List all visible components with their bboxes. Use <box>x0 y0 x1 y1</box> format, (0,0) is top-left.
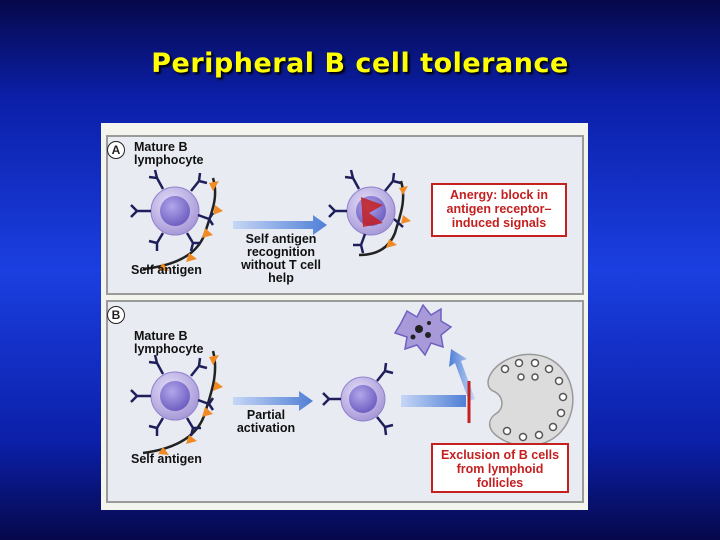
self-antigen-icons-a <box>158 181 223 271</box>
panel-a-antigen-label: Self antigen <box>131 263 202 277</box>
partially-activated-b-cell-icon <box>322 362 394 436</box>
arrow-up-to-apc <box>449 349 475 401</box>
panel-b-antigen-label: Self antigen <box>131 452 202 466</box>
panel-b-outcome-box: Exclusion of B cells from lymphoid folli… <box>431 443 569 493</box>
slide-title: Peripheral B cell tolerance <box>151 48 569 79</box>
panel-a-arrow-label: Self antigen recognition without T cell … <box>241 232 321 285</box>
figure-drawing <box>130 169 574 455</box>
arrow-to-follicle <box>401 395 466 407</box>
b-cell-icon-b1 <box>130 354 215 437</box>
figure: A Mature B lymphocyte Self antigen Self … <box>101 123 588 510</box>
antigen-membrane-a2 <box>358 180 405 257</box>
panel-a-cell-label: Mature B lymphocyte <box>134 140 204 167</box>
lymphoid-follicle-icon <box>487 353 574 447</box>
panel-a-outcome-box: Anergy: block in antigen receptor–induce… <box>431 183 567 237</box>
panel-b-letter: B <box>107 306 125 324</box>
anergic-b-cell-icon <box>328 169 404 254</box>
panel-b-cell-label: Mature B lymphocyte <box>134 329 204 356</box>
self-antigen-icons-b <box>158 355 223 455</box>
b-cell-icon-a1 <box>130 169 215 252</box>
arrow-b <box>233 391 313 411</box>
panel-b-arrow-label: Partial activation <box>236 408 296 435</box>
panel-a-letter: A <box>107 141 125 159</box>
apoptotic-cell-icon <box>393 303 453 357</box>
arrow-a <box>233 215 327 235</box>
